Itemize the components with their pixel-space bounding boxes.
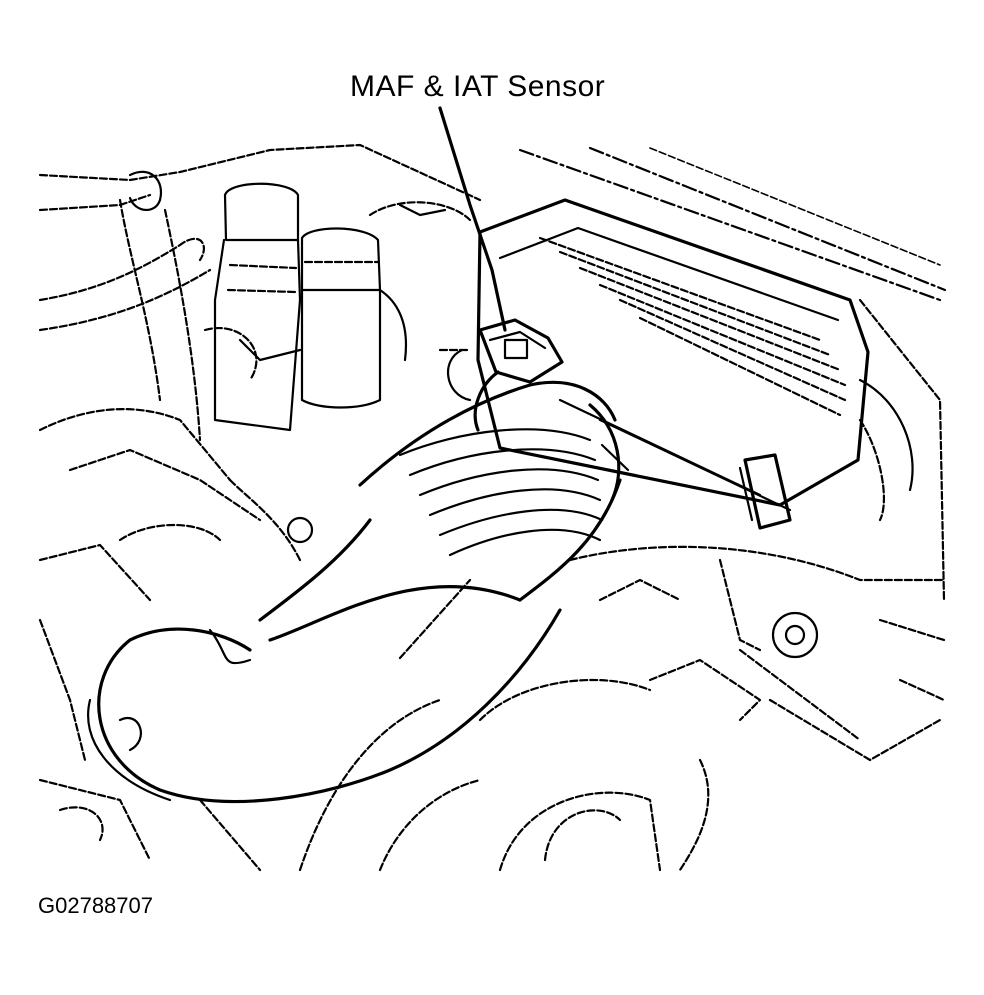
lower-right-components <box>478 378 946 872</box>
center-lower-structure <box>298 578 682 872</box>
intake-air-duct <box>87 380 622 804</box>
figure-id-label: G02788707 <box>38 893 153 918</box>
maf-iat-sensor <box>447 318 564 432</box>
callout-label-maf-iat-sensor: MAF & IAT Sensor <box>350 70 606 103</box>
duct-clamp <box>588 403 792 530</box>
reservoir-bottles <box>203 182 408 432</box>
upper-left-hoses <box>38 143 482 442</box>
hood-edge-lines <box>518 146 947 602</box>
air-cleaner-housing <box>476 198 870 512</box>
left-engine-components <box>38 407 314 872</box>
callout-leader-line <box>438 106 507 332</box>
